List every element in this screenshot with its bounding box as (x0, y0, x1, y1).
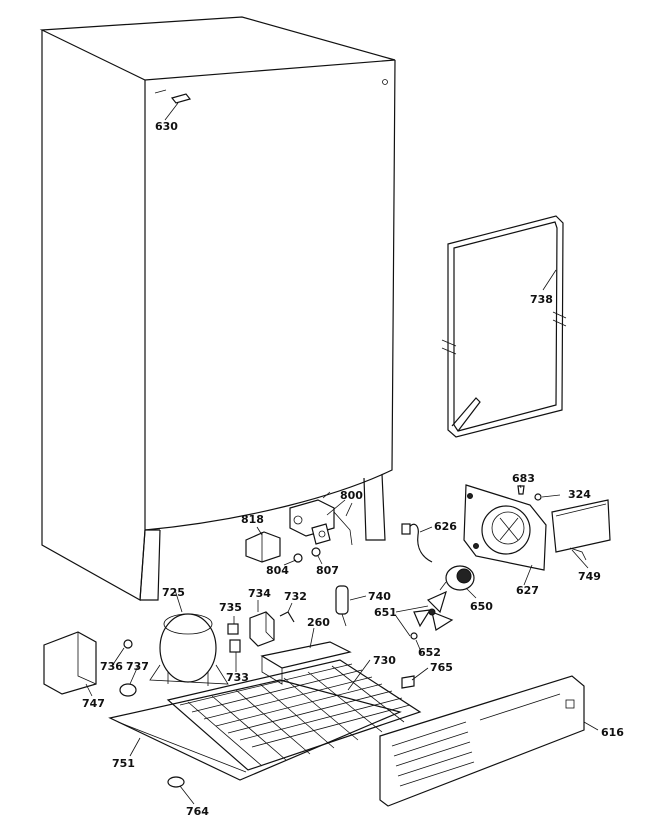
label-800: 800 (340, 489, 363, 502)
door-gasket (441, 215, 567, 438)
label-807: 807 (316, 564, 339, 577)
label-725: 725 (162, 586, 185, 599)
label-732: 732 (284, 590, 307, 603)
part-732 (279, 611, 295, 623)
label-764: 764 (186, 805, 209, 818)
part-616-grille (379, 675, 585, 807)
label-260: 260 (307, 616, 330, 629)
label-652: 652 (418, 646, 441, 659)
part-733 (229, 639, 241, 653)
label-738: 738 (530, 293, 553, 306)
part-747-cover (43, 631, 97, 695)
part-725-compressor (149, 613, 229, 686)
label-804: 804 (266, 564, 289, 577)
part-730-condenser (166, 659, 422, 771)
part-735 (227, 623, 239, 635)
part-651-fan-blade (413, 590, 454, 631)
part-800-valve (289, 491, 353, 546)
label-626: 626 (434, 520, 457, 533)
label-765: 765 (430, 661, 453, 674)
part-737 (119, 683, 137, 697)
part-740-capacitor (335, 585, 349, 627)
part-736 (123, 639, 133, 649)
leader-lines (85, 484, 599, 805)
part-627-fan-shroud (463, 484, 547, 571)
label-627: 627 (516, 584, 539, 597)
part-807 (311, 547, 321, 557)
part-751-base-pan (108, 679, 402, 781)
part-650-fan-motor (439, 565, 475, 591)
label-733: 733 (226, 671, 249, 684)
label-749: 749 (578, 570, 601, 583)
label-651: 651 (374, 606, 397, 619)
label-616: 616 (601, 726, 624, 739)
part-260-drain-pan (260, 641, 352, 685)
label-747: 747 (82, 697, 105, 710)
part-324-screw (534, 493, 542, 501)
part-683-screw (517, 485, 525, 495)
label-737: 737 (126, 660, 149, 673)
part-749-cover (551, 499, 611, 561)
label-736: 736 (100, 660, 123, 673)
part-734-relay (249, 611, 275, 647)
label-734: 734 (248, 587, 271, 600)
label-735: 735 (219, 601, 242, 614)
label-683: 683 (512, 472, 535, 485)
part-764 (167, 776, 185, 788)
part-804 (293, 553, 303, 563)
refrigerator-cabinet (39, 16, 396, 601)
callout-labels: 630 738 683 324 800 818 626 804 807 749 … (82, 120, 624, 818)
part-652 (410, 632, 418, 640)
label-740: 740 (368, 590, 391, 603)
label-818: 818 (241, 513, 264, 526)
part-818-bracket (245, 531, 281, 563)
label-324: 324 (568, 488, 591, 501)
part-626-cord (401, 523, 433, 563)
label-630: 630 (155, 120, 178, 133)
part-630 (164, 93, 192, 121)
label-650: 650 (470, 600, 493, 613)
label-751: 751 (112, 757, 135, 770)
part-765 (401, 675, 415, 689)
label-730: 730 (373, 654, 396, 667)
